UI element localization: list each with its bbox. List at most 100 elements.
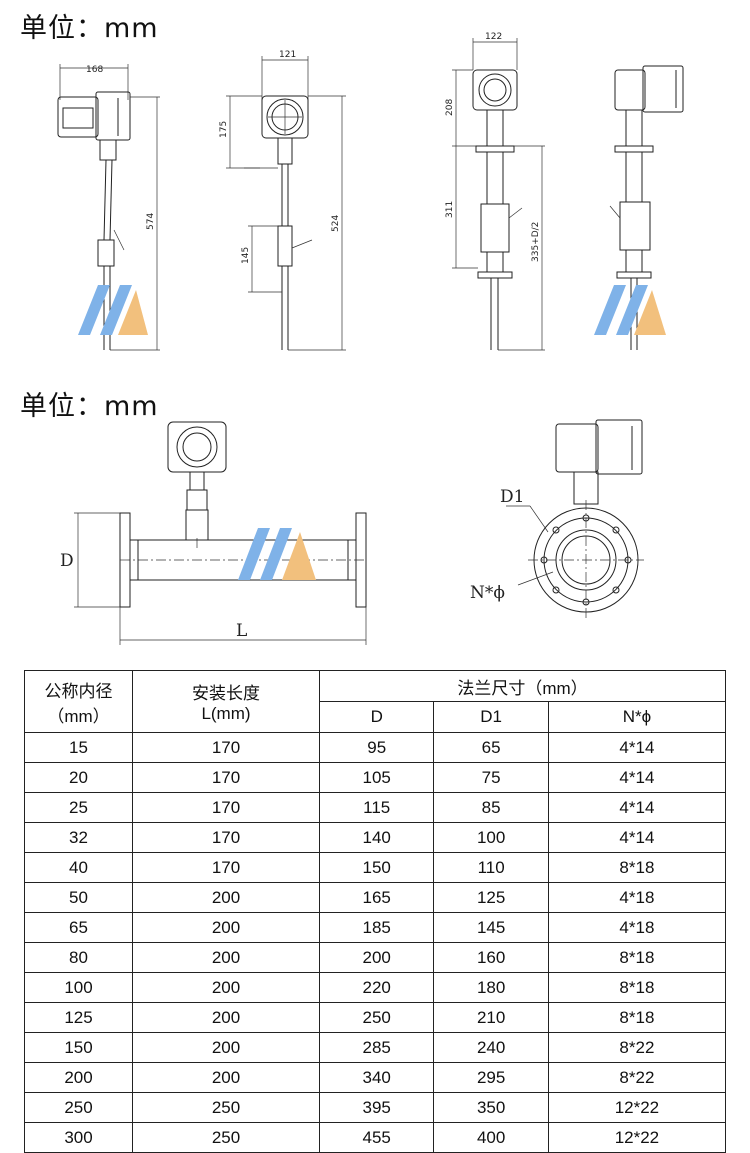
cell-Nphi: 4*14: [547, 792, 727, 823]
unit-label-top: 单位：mm: [20, 13, 159, 44]
cell-D1: 85: [433, 792, 549, 823]
cell-Nphi: 8*22: [547, 1062, 727, 1093]
dim-524: 524: [331, 215, 341, 232]
cell-length: 170: [132, 822, 320, 853]
dim-168: 168: [86, 65, 103, 75]
header-length-unit: L(mm): [201, 704, 251, 723]
cell-nominal: 150: [24, 1032, 133, 1063]
cell-Nphi: 4*14: [547, 822, 727, 853]
dim-122: 122: [485, 32, 502, 42]
drawing-pipe-side: D L: [60, 421, 367, 645]
dim-574: 574: [146, 213, 156, 230]
dim-121: 121: [279, 50, 296, 60]
cell-D: 185: [318, 912, 435, 943]
cell-Nphi: 8*18: [547, 852, 727, 883]
cell-nominal: 50: [24, 882, 133, 913]
dim-145: 145: [241, 247, 251, 264]
cell-D: 200: [318, 942, 435, 973]
drawing-front-view-1: 121 175 145 524: [219, 50, 346, 351]
cell-Nphi: 8*22: [547, 1032, 727, 1063]
drawing-flange-front: D1 N*ϕ: [470, 419, 644, 618]
cell-D1: 210: [433, 1002, 549, 1033]
cell-D1: 350: [433, 1092, 549, 1123]
cell-D: 140: [318, 822, 435, 853]
cell-length: 200: [132, 1062, 320, 1093]
cell-nominal: 125: [24, 1002, 133, 1033]
flange-spec-table: 公称内径 （mm） 安装长度 L(mm) 法兰尺寸（mm） D D1 N*ϕ 1…: [24, 670, 727, 1153]
header-nominal: 公称内径 （mm）: [24, 670, 133, 733]
cell-length: 200: [132, 942, 320, 973]
cell-length: 200: [132, 1032, 320, 1063]
cell-Nphi: 8*18: [547, 1002, 727, 1033]
header-nominal-label: 公称内径: [44, 681, 113, 701]
cell-D1: 75: [433, 762, 549, 793]
unit-label-middle: 单位：mm: [20, 391, 159, 422]
cell-nominal: 32: [24, 822, 133, 853]
dim-335: 335+D/2: [531, 222, 541, 262]
cell-D: 150: [318, 852, 435, 883]
cell-D1: 400: [433, 1122, 549, 1153]
cell-nominal: 100: [24, 972, 133, 1003]
cell-nominal: 40: [24, 852, 133, 883]
cell-Nphi: 4*14: [547, 762, 727, 793]
header-D1: D1: [433, 701, 549, 733]
cell-D: 455: [318, 1122, 435, 1153]
cell-D1: 180: [433, 972, 549, 1003]
top-drawings: 168 574 121 1: [57, 32, 684, 351]
cell-D1: 145: [433, 912, 549, 943]
cell-length: 200: [132, 972, 320, 1003]
cell-Nphi: 4*18: [547, 912, 727, 943]
cell-D1: 110: [433, 852, 549, 883]
cell-length: 170: [132, 852, 320, 883]
cell-nominal: 250: [24, 1092, 133, 1123]
cell-length: 250: [132, 1092, 320, 1123]
cell-Nphi: 12*22: [547, 1122, 727, 1153]
cell-Nphi: 8*18: [547, 972, 727, 1003]
cell-length: 170: [132, 762, 320, 793]
cell-Nphi: 4*14: [547, 732, 727, 763]
cell-D1: 295: [433, 1062, 549, 1093]
pipe-drawings: D L D1 N*ϕ: [60, 419, 644, 645]
header-D: D: [318, 701, 435, 733]
header-length-label: 安装长度: [192, 684, 260, 703]
dim-311: 311: [445, 201, 455, 218]
header-flange: 法兰尺寸（mm）: [319, 670, 726, 702]
header-nominal-unit: （mm）: [47, 706, 110, 726]
dim-208: 208: [445, 99, 455, 116]
cell-D: 165: [318, 882, 435, 913]
cell-D: 95: [318, 732, 435, 763]
cell-D: 105: [318, 762, 435, 793]
cell-nominal: 200: [24, 1062, 133, 1093]
cell-D1: 125: [433, 882, 549, 913]
label-D: D: [60, 551, 74, 571]
cell-nominal: 80: [24, 942, 133, 973]
label-L: L: [236, 621, 247, 641]
cell-nominal: 65: [24, 912, 133, 943]
cell-length: 200: [132, 912, 320, 943]
cell-D: 220: [318, 972, 435, 1003]
cell-nominal: 300: [24, 1122, 133, 1153]
cell-nominal: 25: [24, 792, 133, 823]
drawing-side-view-2: [609, 65, 684, 350]
cell-D: 250: [318, 1002, 435, 1033]
cell-length: 250: [132, 1122, 320, 1153]
cell-length: 170: [132, 732, 320, 763]
cell-D1: 240: [433, 1032, 549, 1063]
cell-D1: 160: [433, 942, 549, 973]
cell-Nphi: 4*18: [547, 882, 727, 913]
logo-watermark-3: [238, 528, 316, 580]
logo-watermark-2: [594, 285, 666, 335]
cell-D1: 65: [433, 732, 549, 763]
